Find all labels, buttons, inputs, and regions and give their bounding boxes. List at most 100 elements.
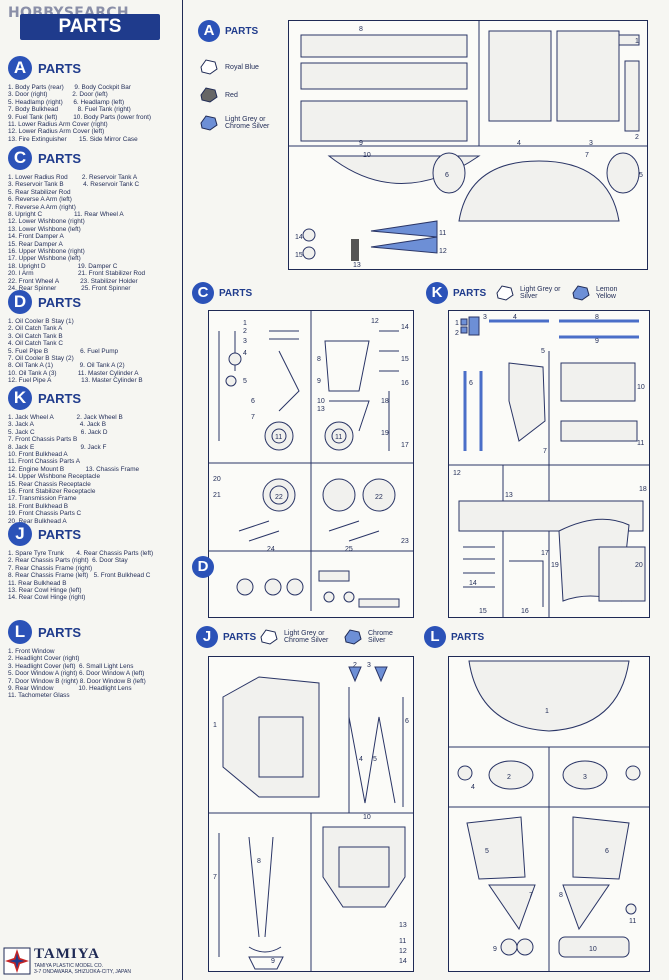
svg-text:22: 22	[375, 494, 383, 501]
svg-text:10: 10	[363, 814, 371, 821]
part-num-a10: 10	[363, 152, 371, 159]
svg-text:20: 20	[213, 476, 221, 483]
tamiya-logo: TAMIYA	[34, 946, 101, 962]
sprue-c-drawing: 1 2 3 4 5 6 7 8 9 10 11 11 12 13 14 15 1…	[209, 311, 413, 611]
sprue-j: 1 2 3 4 5 6 7 8 9 10 11 12 13 14	[208, 656, 414, 972]
svg-text:9: 9	[317, 378, 321, 385]
svg-text:22: 22	[275, 494, 283, 501]
panel-l-label: L PARTS	[424, 626, 484, 648]
svg-text:11: 11	[335, 434, 342, 441]
red-swatch-icon	[200, 87, 218, 103]
section-c-label: PARTS	[38, 150, 82, 166]
royal-blue-swatch-icon	[200, 59, 218, 75]
svg-text:6: 6	[405, 718, 409, 725]
svg-text:13: 13	[399, 922, 407, 929]
letter-l-panel-badge: L	[424, 626, 446, 648]
svg-text:12: 12	[399, 948, 407, 955]
part-num-a2: 2	[635, 134, 639, 141]
sprue-k-drawing: 1 2 3 4 5 6 7 8 9 10 11 12 13 14 15 16 1…	[449, 314, 649, 617]
grey-silver-swatch-icon	[200, 115, 218, 131]
part-num-a1: 1	[635, 38, 639, 45]
svg-text:11: 11	[637, 440, 644, 447]
svg-text:25: 25	[345, 546, 353, 553]
section-a-list: 1. Body Parts (rear) 9. Body Cockpit Bar…	[8, 84, 152, 143]
svg-text:5: 5	[243, 378, 247, 385]
svg-text:17: 17	[401, 442, 409, 449]
panel-a-label: A PARTS	[198, 20, 258, 42]
svg-text:7: 7	[543, 448, 547, 455]
svg-text:15: 15	[479, 608, 487, 615]
section-a-label: PARTS	[38, 60, 82, 76]
part-num-a15: 15	[295, 252, 303, 259]
svg-text:9: 9	[595, 338, 599, 345]
svg-text:3: 3	[483, 314, 487, 321]
corp-line-2: 3-7 ONDAWARA, SHIZUOKA-CITY, JAPAN	[34, 969, 131, 975]
svg-text:24: 24	[267, 546, 275, 553]
svg-text:4: 4	[513, 314, 517, 321]
svg-text:19: 19	[551, 562, 559, 569]
svg-text:2: 2	[243, 328, 247, 335]
svg-text:14: 14	[469, 580, 477, 587]
svg-text:8: 8	[559, 892, 563, 899]
sprue-k: 1 2 3 4 5 6 7 8 9 10 11 12 13 14 15 16 1…	[448, 310, 650, 618]
part-num-a6: 6	[445, 172, 449, 179]
svg-text:15: 15	[401, 356, 409, 363]
svg-text:7: 7	[251, 414, 255, 421]
letter-l-badge: L	[8, 620, 32, 644]
svg-text:9: 9	[271, 958, 275, 965]
panel-k-label: K PARTS	[426, 282, 486, 304]
svg-text:1: 1	[213, 722, 217, 729]
panel-a-legend: Royal Blue Red Light Grey or Chrome Silv…	[198, 58, 281, 132]
svg-text:12: 12	[371, 318, 379, 325]
svg-text:14: 14	[401, 324, 409, 331]
svg-text:12: 12	[453, 470, 461, 477]
corp-line-1: TAMIYA PLASTIC MODEL CO.	[34, 963, 104, 969]
lemon-yellow-swatch-icon	[572, 285, 590, 301]
part-num-a12: 12	[439, 248, 447, 255]
svg-text:4: 4	[243, 350, 247, 357]
svg-text:4: 4	[359, 756, 363, 763]
svg-text:6: 6	[469, 380, 473, 387]
svg-text:1: 1	[545, 708, 549, 715]
part-num-a5: 5	[639, 172, 643, 179]
svg-text:8: 8	[257, 858, 261, 865]
svg-text:18: 18	[639, 486, 647, 493]
section-d-list: 1. Oil Cooler B Stay (1)2. Oil Catch Tan…	[8, 318, 143, 385]
part-num-a13: 13	[353, 262, 361, 269]
letter-c-badge: C	[8, 146, 32, 170]
svg-text:9: 9	[493, 946, 497, 953]
svg-text:3: 3	[243, 338, 247, 345]
svg-text:14: 14	[399, 958, 407, 965]
sprue-l: 1 2 3 4 5 6 7 8 9 10 11	[448, 656, 650, 972]
section-j-list: 1. Spare Tyre Trunk 4. Rear Chassis Part…	[8, 550, 154, 602]
svg-text:10: 10	[589, 946, 597, 953]
svg-text:5: 5	[485, 848, 489, 855]
svg-text:2: 2	[507, 774, 511, 781]
svg-text:2: 2	[455, 330, 459, 337]
svg-text:16: 16	[401, 380, 409, 387]
svg-text:5: 5	[541, 348, 545, 355]
sprue-a: 8 1 9 4 3 2 7 10 6 5 11 12 14 13 15	[288, 20, 648, 270]
panel-k-legend: Light Grey or Silver Lemon Yellow	[494, 284, 628, 302]
letter-j-panel-badge: J	[196, 626, 218, 648]
svg-text:13: 13	[317, 406, 325, 413]
svg-text:10: 10	[317, 398, 325, 405]
letter-k-badge: K	[8, 386, 32, 410]
section-k-label: PARTS	[38, 390, 82, 406]
svg-text:20: 20	[635, 562, 643, 569]
letter-j-badge: J	[8, 522, 32, 546]
part-num-a7: 7	[585, 152, 589, 159]
svg-text:7: 7	[213, 874, 217, 881]
svg-text:6: 6	[251, 398, 255, 405]
svg-text:1: 1	[243, 320, 247, 327]
svg-text:10: 10	[637, 384, 645, 391]
tamiya-footer: TAMIYA TAMIYA PLASTIC MODEL CO. 3-7 ONDA…	[3, 946, 131, 975]
svg-text:19: 19	[381, 430, 389, 437]
part-num-a3: 3	[589, 140, 593, 147]
